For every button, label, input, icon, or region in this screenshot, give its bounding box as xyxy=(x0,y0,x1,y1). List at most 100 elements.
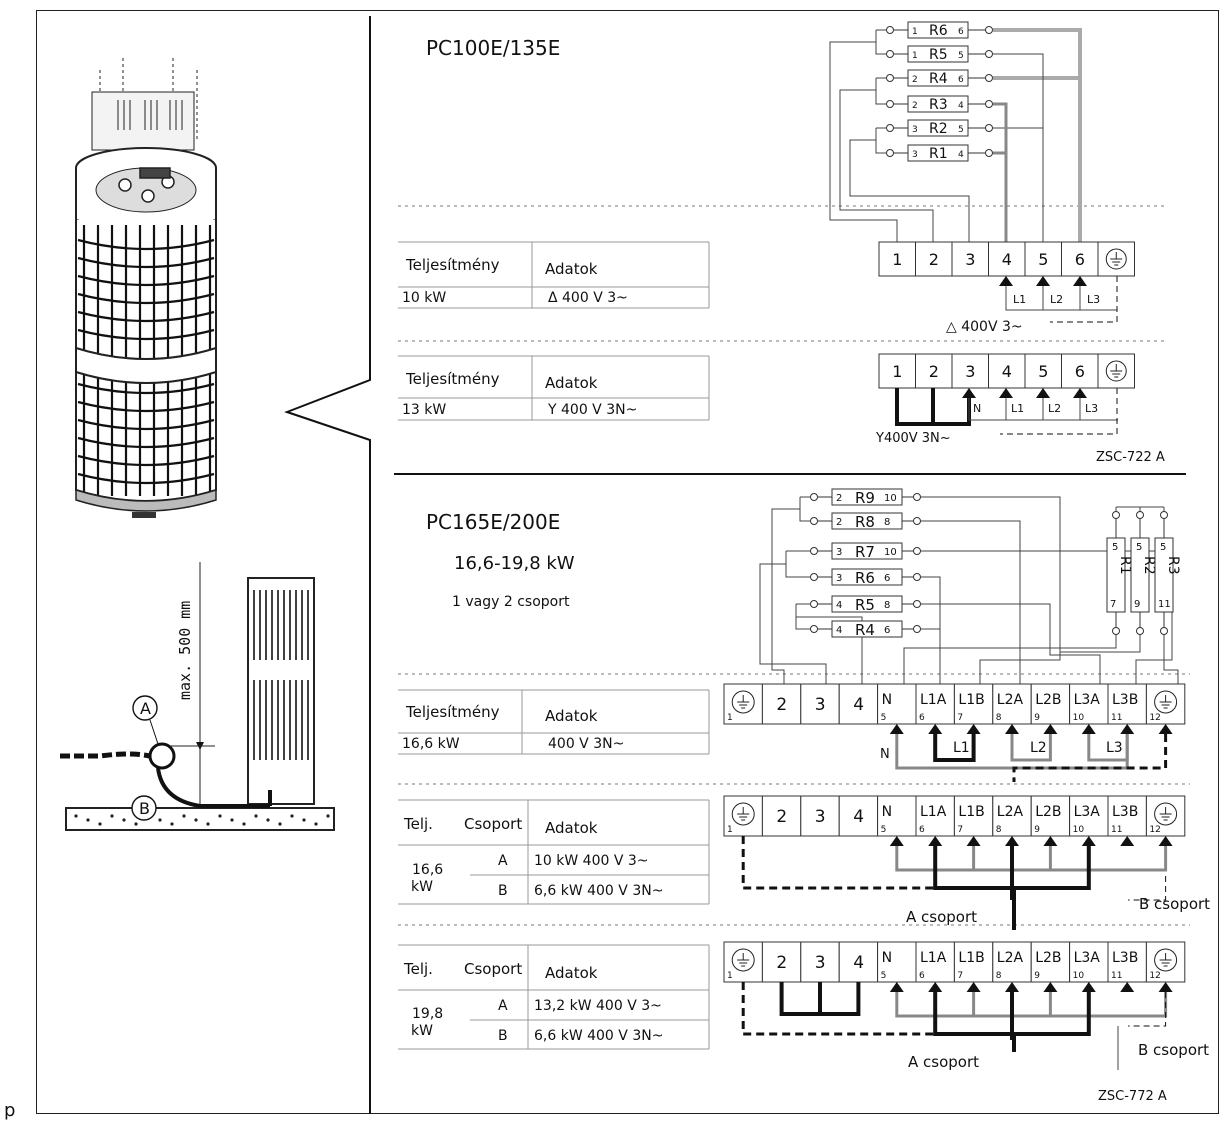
cage-ring xyxy=(77,472,215,485)
section1-code: ZSC-722 A xyxy=(1096,450,1165,465)
table1-data: Δ 400 V 3~ xyxy=(548,290,628,306)
ground-texture xyxy=(254,814,258,818)
terminal-arrow xyxy=(962,388,976,398)
section2-range: 16,6-19,8 kW xyxy=(454,553,575,574)
ground-texture xyxy=(302,818,306,822)
ground-texture xyxy=(86,818,90,822)
phase-l1: L1 xyxy=(1013,293,1026,306)
phase-l3: L3 xyxy=(1087,293,1100,306)
cage-ring xyxy=(77,400,215,413)
ground-icon xyxy=(1105,248,1127,270)
terminal-label: 4 xyxy=(1002,362,1012,381)
terminal-arrow xyxy=(1081,982,1096,992)
table2-col-power: Teljesítmény xyxy=(405,370,500,388)
wire xyxy=(1128,876,1167,901)
phase-l2: L2 xyxy=(1048,402,1061,415)
section1-table-13kw: Teljesítmény Adatok 13 kW Y 400 V 3N~ xyxy=(398,355,710,421)
cage-ring xyxy=(77,310,215,323)
resistor-name: R6 xyxy=(929,23,948,39)
terminal-label: 5 xyxy=(1038,250,1048,269)
terminal-label: 3 xyxy=(815,807,826,827)
table2-power: 13 kW xyxy=(402,402,446,418)
wire xyxy=(875,78,886,105)
resistor-bottom: 7 xyxy=(1110,599,1116,610)
terminal-5 xyxy=(1024,241,1062,277)
terminal-label: L2B xyxy=(1035,950,1061,966)
ground-texture xyxy=(182,814,186,818)
resistor-out: 6 xyxy=(958,75,964,85)
cage-ring xyxy=(77,274,215,287)
table-c-col-group: Csoport xyxy=(464,960,522,978)
wire xyxy=(895,388,935,426)
table-b-col-group: Csoport xyxy=(464,815,522,833)
terminal-cell xyxy=(761,795,802,837)
terminal-arrow xyxy=(1081,724,1096,734)
wire xyxy=(921,496,1061,684)
terminal-arrow xyxy=(1005,836,1019,846)
resistor-name: R6 xyxy=(855,569,875,587)
terminal-number: 5 xyxy=(881,971,887,981)
section1-table-10kw: Teljesítmény Adatok 10 kW Δ 400 V 3~ xyxy=(398,241,710,309)
terminal-cell xyxy=(800,795,840,837)
wire xyxy=(993,102,1008,243)
terminal-1 xyxy=(878,353,916,389)
terminal-label: 1 xyxy=(892,250,902,269)
terminal-label: L2A xyxy=(997,692,1024,708)
ground-icon xyxy=(1105,360,1127,382)
stray-character: p xyxy=(4,1100,16,1121)
terminal-arrow xyxy=(1043,836,1058,846)
terminal-label: L3A xyxy=(1074,692,1101,708)
resistor-in: 1 xyxy=(912,51,918,61)
terminal-number: 5 xyxy=(881,713,887,723)
section2-wiring xyxy=(759,496,1179,684)
resistor-name: R3 xyxy=(1165,556,1181,575)
resistor-name: R1 xyxy=(1117,556,1133,575)
terminal-arrow xyxy=(928,724,943,734)
terminal-arrow xyxy=(1043,982,1058,992)
terminal-number: 10 xyxy=(1073,971,1085,981)
terminal-arrow xyxy=(1073,276,1087,286)
terminal-label: L2A xyxy=(997,950,1024,966)
terminal-number: 12 xyxy=(1149,713,1160,723)
section1-wiring xyxy=(829,28,1082,243)
terminal-label: 3 xyxy=(815,695,826,715)
table-b-col-power: Telj. xyxy=(403,815,433,833)
label-b: B xyxy=(139,799,150,818)
terminal-label: N xyxy=(882,804,892,820)
terminal-label: L3B xyxy=(1112,804,1138,820)
ground-texture xyxy=(194,818,198,822)
terminal-number: 1 xyxy=(727,713,733,723)
terminal-label: 2 xyxy=(929,362,939,381)
resistor-out: 5 xyxy=(958,51,964,61)
terminal-number: 1 xyxy=(727,825,733,835)
terminal-number: 11 xyxy=(1111,713,1122,723)
resistor-in: 2 xyxy=(836,517,842,528)
terminal-number: 10 xyxy=(1073,825,1085,835)
group-a-label-2: A csoport xyxy=(908,1053,979,1071)
table-c-col-data: Adatok xyxy=(545,964,598,982)
cage-ring xyxy=(77,292,215,305)
terminal-label: 5 xyxy=(1038,362,1048,381)
resistor-top: 5 xyxy=(1160,542,1166,553)
terminal-label: L1A xyxy=(920,950,947,966)
table-a-power: 16,6 kW xyxy=(402,736,460,752)
star-label: Y400V 3N~ xyxy=(875,431,951,446)
diagram-frame xyxy=(36,10,1219,1114)
table-c-data-b: 6,6 kW 400 V 3N~ xyxy=(534,1028,663,1044)
table-c-col-power: Telj. xyxy=(403,960,433,978)
terminal-label: L2A xyxy=(997,804,1024,820)
terminal-arrow xyxy=(1081,836,1096,846)
terminal-number: 5 xyxy=(881,825,887,835)
ground-texture xyxy=(278,822,282,826)
resistor-top: 5 xyxy=(1136,542,1142,553)
terminal-number: 11 xyxy=(1111,825,1122,835)
terminal-6 xyxy=(1061,241,1099,277)
phase-l2: L2 xyxy=(1050,293,1063,306)
